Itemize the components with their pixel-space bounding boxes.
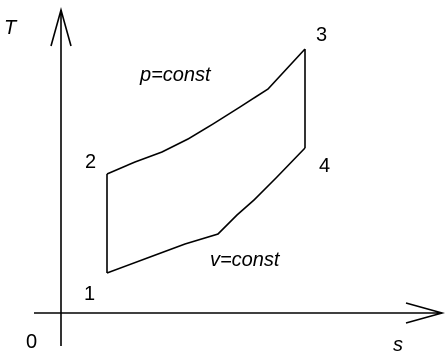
t-axis-arrowhead [50,7,72,47]
process-4-1-isochore [106,147,306,274]
origin-label: 0 [26,331,37,353]
isochore-label: v=const [210,249,281,271]
point-1-label: 1 [84,283,95,305]
point-2-label: 2 [85,151,96,173]
s-axis-arrowhead [405,302,445,324]
axis-s-label: s [393,334,403,356]
point-3-label: 3 [316,24,327,46]
point-4-label: 4 [319,155,330,177]
process-2-3-isobar [106,48,306,175]
cycle [106,48,306,274]
isobar-label: p=const [139,64,212,86]
axis-t-label: T [4,17,18,39]
axes [34,7,445,346]
